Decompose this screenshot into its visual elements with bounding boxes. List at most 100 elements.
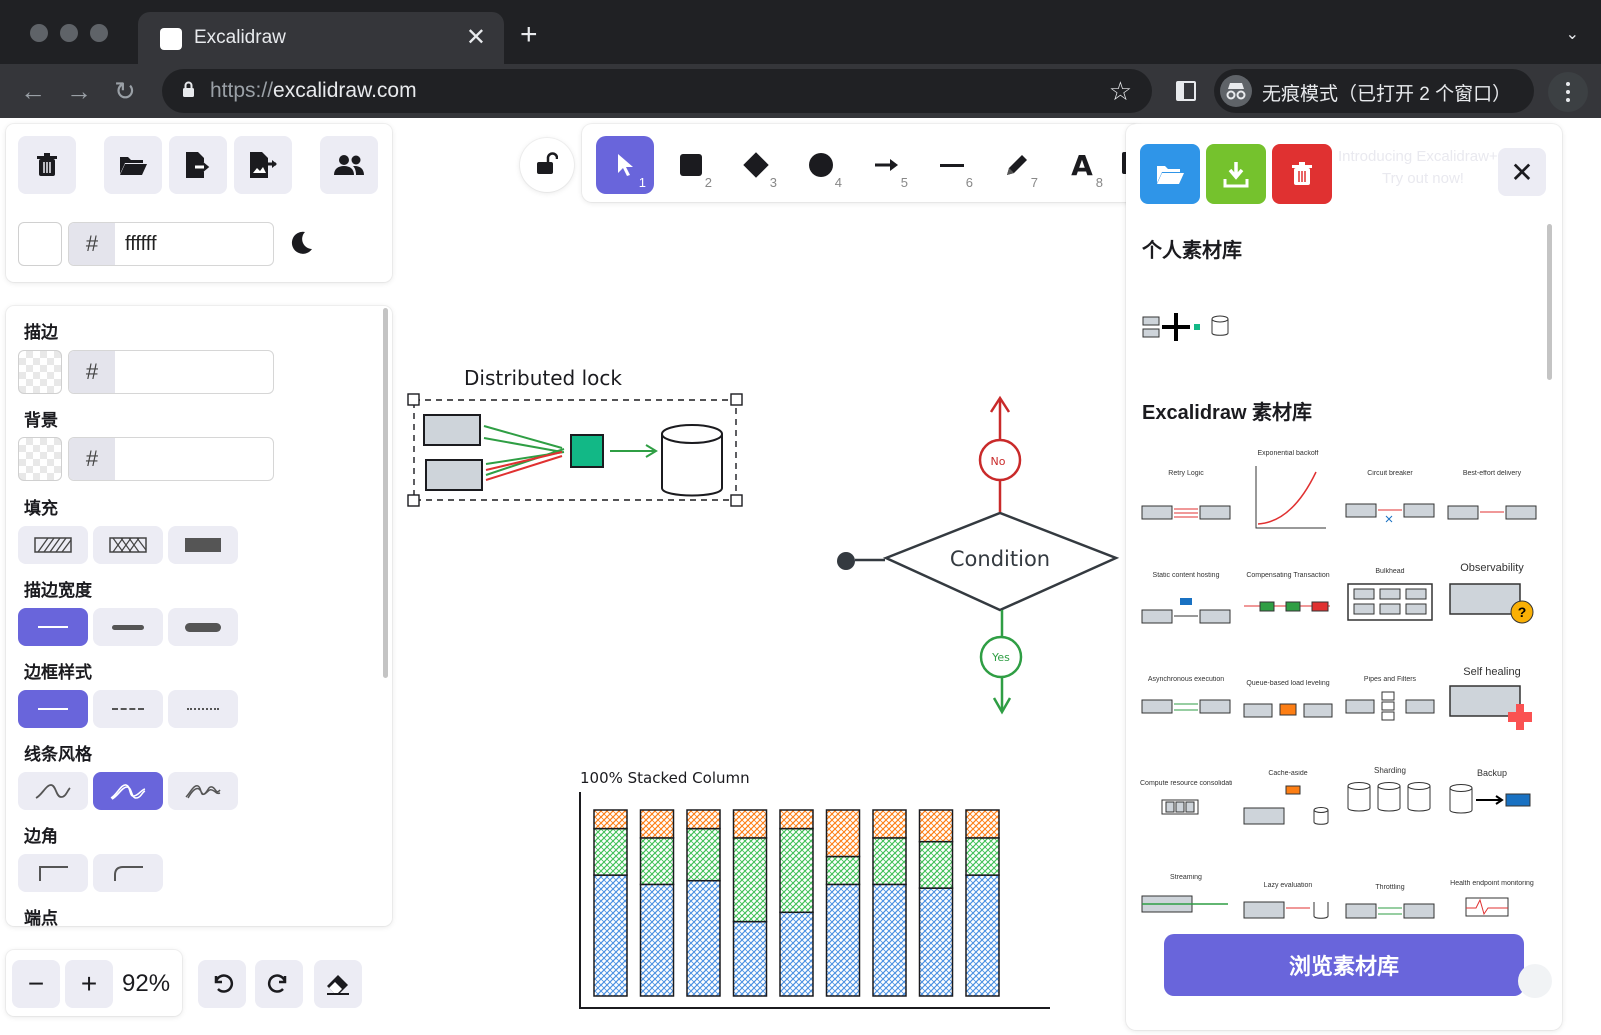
lock-client-box-1[interactable]: [423, 414, 481, 446]
rectangle-tool[interactable]: 2: [662, 136, 720, 194]
chart-bar-segment[interactable]: [872, 809, 907, 839]
incognito-indicator[interactable]: 无痕模式（已打开 2 个窗口）: [1214, 69, 1534, 113]
sloppiness-cartoonist-option[interactable]: [168, 772, 238, 810]
stroke-style-solid-option[interactable]: [18, 690, 88, 728]
moon-icon[interactable]: [288, 230, 314, 256]
chart-bar-segment[interactable]: [825, 883, 861, 997]
browse-libraries-button[interactable]: 浏览素材库: [1164, 934, 1524, 996]
sloppiness-architect-option[interactable]: [18, 772, 88, 810]
help-icon[interactable]: [1518, 964, 1552, 998]
library-item-streaming[interactable]: Streaming: [1140, 874, 1232, 920]
window-minimize-dot[interactable]: [60, 24, 78, 42]
library-open-button[interactable]: [1140, 144, 1200, 204]
diamond-tool[interactable]: 3: [727, 136, 785, 194]
stroke-hex-input[interactable]: #: [68, 350, 274, 394]
text-tool[interactable]: A 8: [1053, 136, 1111, 194]
chart-bar-segment[interactable]: [918, 809, 954, 843]
clear-canvas-button[interactable]: [18, 136, 76, 194]
library-item-compensating-transaction[interactable]: Compensating Transaction: [1242, 572, 1334, 656]
library-item-compute-resource-consolidation[interactable]: Compute resource consolidation: [1140, 780, 1232, 864]
background-hex-input[interactable]: #: [68, 437, 274, 481]
library-item-queue-based-load-leveling[interactable]: Queue-based load leveling: [1242, 680, 1334, 764]
selection-box[interactable]: [407, 393, 743, 507]
chart-bar-segment[interactable]: [965, 874, 1000, 997]
library-scrollbar[interactable]: [1547, 224, 1552, 380]
start-dot[interactable]: [837, 552, 885, 570]
open-file-button[interactable]: [104, 136, 162, 194]
reload-icon[interactable]: ↻: [114, 76, 136, 106]
library-item-pipes-and-filters[interactable]: Pipes and Filters: [1344, 676, 1436, 760]
stroke-width-extra-bold-option[interactable]: [168, 608, 238, 646]
fill-solid-option[interactable]: [168, 526, 238, 564]
chart-bar-segment[interactable]: [872, 883, 907, 997]
eraser-button[interactable]: [314, 960, 362, 1008]
library-item-best-effort-delivery[interactable]: Best-effort delivery: [1446, 470, 1538, 554]
bookmark-star-icon[interactable]: ☆: [1108, 76, 1132, 106]
chart-bar-segment[interactable]: [686, 809, 721, 830]
chart-bar-segment[interactable]: [779, 827, 814, 914]
zoom-level[interactable]: 92%: [122, 970, 171, 997]
condition-diamond[interactable]: Condition: [882, 511, 1120, 612]
library-item-backup[interactable]: Backup: [1446, 768, 1538, 852]
no-branch[interactable]: No: [978, 395, 1022, 512]
arrow-tool[interactable]: 5: [858, 136, 916, 194]
edges-sharp-option[interactable]: [18, 854, 88, 892]
chart-bar-segment[interactable]: [639, 837, 675, 886]
lock-client-box-2[interactable]: [425, 459, 483, 491]
lock-tool-button[interactable]: [520, 138, 574, 192]
export-image-button[interactable]: [234, 136, 292, 194]
library-item-sharding[interactable]: Sharding: [1344, 766, 1436, 850]
chart-bar-segment[interactable]: [825, 855, 861, 886]
browser-menu-icon[interactable]: [1548, 72, 1588, 112]
plus-banner-title[interactable]: Introducing Excalidraw+: [1338, 148, 1498, 165]
library-item-retry-logic[interactable]: Retry Logic: [1140, 470, 1232, 554]
zoom-in-button[interactable]: +: [65, 960, 113, 1008]
database-cylinder[interactable]: [661, 424, 723, 497]
chart-bar-segment[interactable]: [593, 874, 628, 997]
chart-bar-segment[interactable]: [965, 837, 1000, 876]
chart-bar-segment[interactable]: [965, 809, 1000, 839]
stroke-color-swatch[interactable]: [18, 350, 62, 394]
chart-bar-segment[interactable]: [918, 887, 954, 997]
chart-bar-segment[interactable]: [686, 879, 721, 997]
window-close-dot[interactable]: [30, 24, 48, 42]
personal-library-item[interactable]: [1142, 309, 1234, 349]
green-arrows[interactable]: [483, 425, 565, 476]
chart-bar-segment[interactable]: [593, 827, 628, 876]
new-tab-icon[interactable]: +: [520, 18, 538, 51]
library-item-lazy-evaluation[interactable]: Lazy evaluation: [1242, 882, 1334, 920]
library-item-observability[interactable]: Observability ?: [1446, 562, 1538, 646]
fill-hachure-option[interactable]: [18, 526, 88, 564]
edges-round-option[interactable]: [93, 854, 163, 892]
window-maximize-dot[interactable]: [90, 24, 108, 42]
canvas-background-swatch[interactable]: [18, 222, 62, 266]
background-color-swatch[interactable]: [18, 437, 62, 481]
chart-bar-segment[interactable]: [686, 827, 721, 882]
ellipse-tool[interactable]: 4: [792, 136, 850, 194]
zoom-out-button[interactable]: −: [12, 960, 60, 1008]
tab-close-icon[interactable]: ✕: [465, 24, 486, 51]
stroke-style-dotted-option[interactable]: [168, 690, 238, 728]
chart-bar-segment[interactable]: [732, 809, 768, 839]
redo-button[interactable]: [255, 960, 303, 1008]
chart-bar-segment[interactable]: [732, 920, 768, 997]
forward-icon[interactable]: →: [66, 76, 92, 106]
chart-bar-segment[interactable]: [639, 809, 675, 839]
chart-bar-segment[interactable]: [639, 883, 675, 997]
library-item-throttling[interactable]: Throttling: [1344, 884, 1436, 920]
close-library-icon[interactable]: ✕: [1498, 148, 1546, 196]
plus-banner-subtitle[interactable]: Try out now!: [1382, 170, 1464, 187]
chart-bar-segment[interactable]: [825, 809, 861, 858]
library-item-cache-aside[interactable]: Cache-aside: [1242, 770, 1334, 854]
fill-cross-hatch-option[interactable]: [93, 526, 163, 564]
line-tool[interactable]: 6: [923, 136, 981, 194]
library-item-circuit-breaker[interactable]: Circuit breaker: [1344, 470, 1436, 554]
selection-tool[interactable]: 1: [596, 136, 654, 194]
lock-node[interactable]: [570, 434, 604, 468]
yes-branch[interactable]: Yes: [979, 610, 1023, 715]
side-panel-icon[interactable]: [1176, 81, 1196, 101]
chart-bar-segment[interactable]: [593, 809, 628, 830]
browser-tab[interactable]: Excalidraw ✕: [138, 12, 504, 64]
sloppiness-artist-option[interactable]: [93, 772, 163, 810]
back-icon[interactable]: ←: [20, 76, 46, 106]
